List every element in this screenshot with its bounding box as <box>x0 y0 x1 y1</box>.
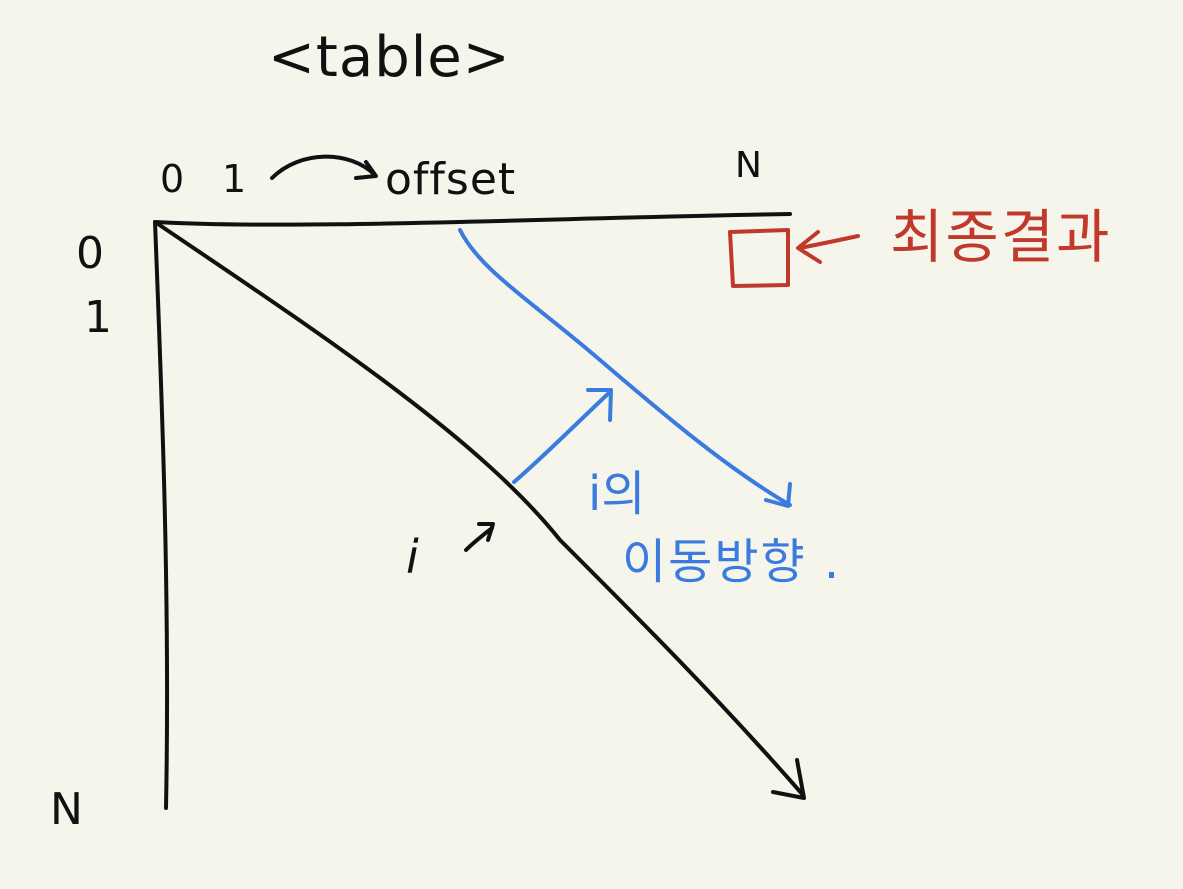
top-axis-label-zero: 0 <box>160 157 185 201</box>
diagonal-arrowhead-icon <box>771 758 806 800</box>
left-axis-line <box>153 220 170 810</box>
top-axis-label-one: 1 <box>222 157 247 201</box>
left-axis-label-n: N <box>50 784 83 835</box>
final-result-label: 최종결과 <box>890 203 1112 271</box>
i-direction-label-line2: 이동방향 . <box>622 534 842 590</box>
top-axis-label-n: N <box>735 145 762 186</box>
offset-curved-arrow <box>270 154 377 180</box>
blue-up-arrow <box>512 390 612 484</box>
blue-up-arrowhead-icon <box>586 388 613 422</box>
final-result-arrow <box>798 234 860 250</box>
offset-arrowhead-icon <box>354 160 378 180</box>
left-axis-label-zero: 0 <box>76 228 104 279</box>
blue-direction-arrow <box>458 228 792 507</box>
final-result-box <box>728 228 790 288</box>
diagram-title: <table> <box>268 25 511 90</box>
left-axis-label-one: 1 <box>84 292 112 343</box>
i-arrowhead-icon <box>477 522 495 542</box>
i-label: i <box>406 530 419 584</box>
i-direction-label-line1: i의 <box>588 466 646 522</box>
top-axis-label-offset: offset <box>385 154 517 205</box>
final-result-arrowhead-icon <box>796 230 822 264</box>
blue-direction-arrowhead-icon <box>764 482 792 508</box>
diagonal-line <box>156 222 805 797</box>
top-axis-line <box>153 212 792 227</box>
